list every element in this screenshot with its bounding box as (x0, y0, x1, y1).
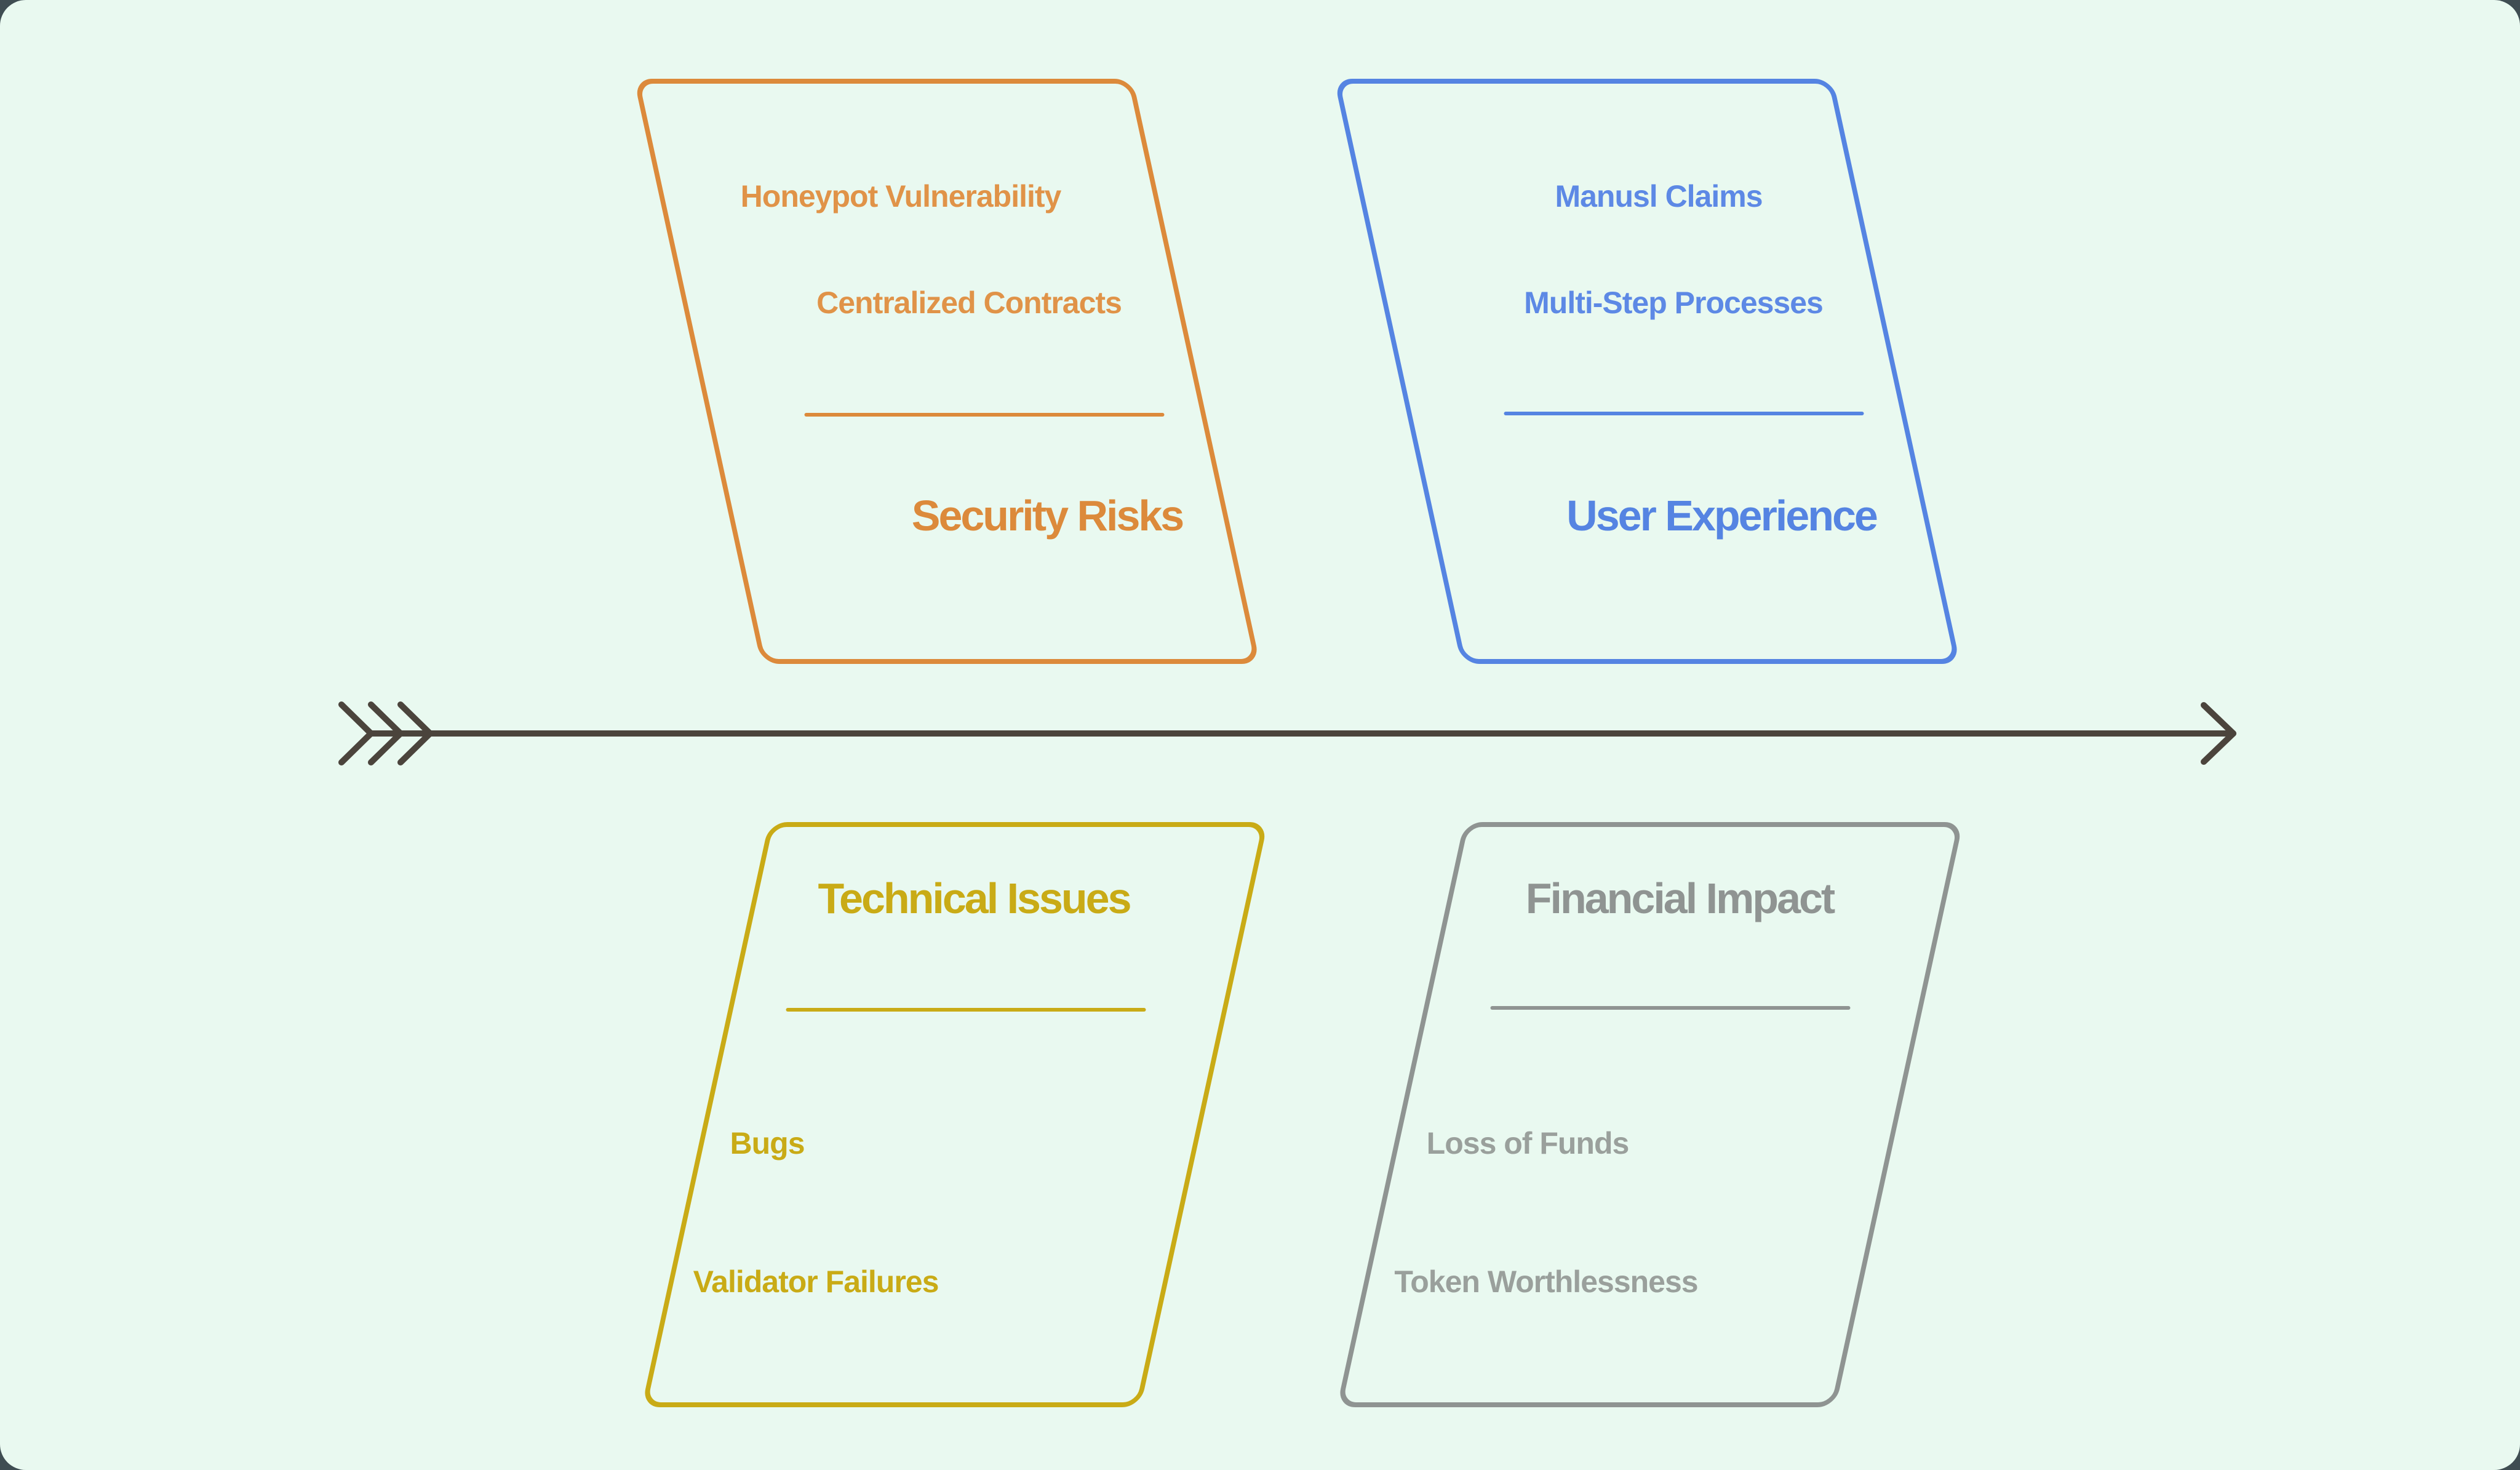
category-title: User Experience (1566, 492, 1878, 540)
category-divider (804, 413, 1165, 417)
cause-label: Loss of Funds (1426, 1126, 1630, 1160)
cause-label: Multi-Step Processes (1524, 286, 1824, 320)
category-title: Financial Impact (1525, 874, 1835, 922)
category-divider (1490, 1006, 1851, 1010)
cause-label: Validator Failures (693, 1264, 939, 1299)
category-divider (1504, 412, 1864, 415)
category-title: Technical Issues (818, 874, 1131, 922)
spine-arrowhead-icon (2201, 702, 2236, 765)
cause-label: Manusl Claims (1555, 179, 1763, 214)
cause-label: Honeypot Vulnerability (740, 179, 1062, 214)
spine-tail-chevrons-icon (338, 701, 433, 765)
category-title: Security Risks (911, 492, 1184, 540)
category-divider (786, 1008, 1146, 1012)
cause-label: Bugs (730, 1126, 805, 1160)
cause-label: Token Worthlessness (1394, 1264, 1698, 1299)
cause-label: Centralized Contracts (816, 286, 1122, 320)
